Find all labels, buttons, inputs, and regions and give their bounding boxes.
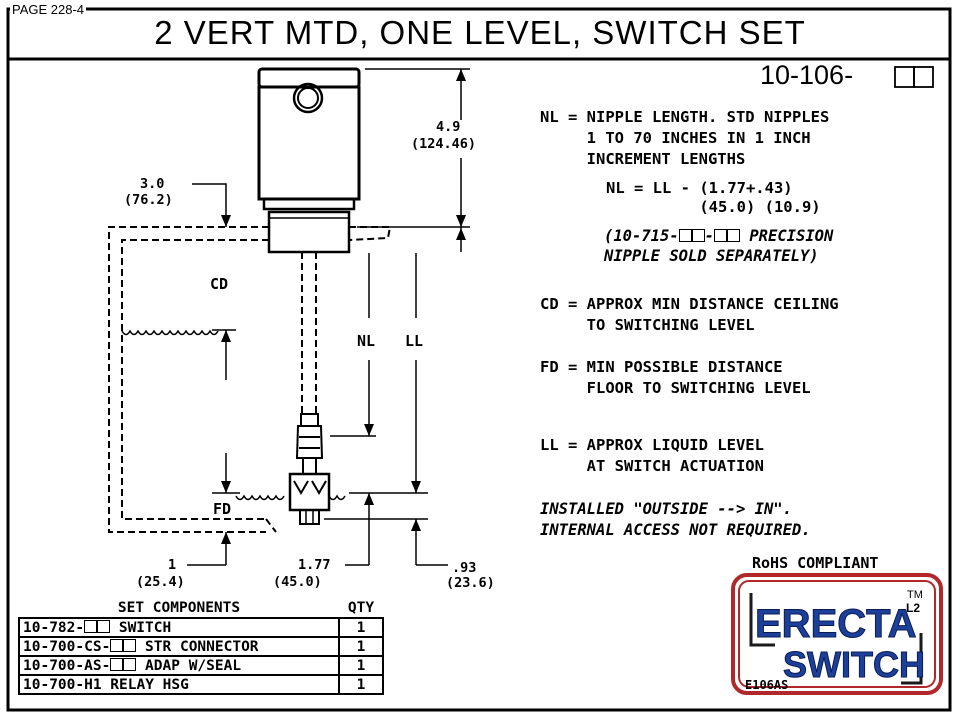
relay-housing — [257, 67, 361, 254]
rohs-label: RoHS COMPLIANT — [752, 554, 879, 572]
liquid-surface-upper — [121, 329, 219, 336]
nipple-note-line2: NIPPLE SOLD SEPARATELY) — [604, 247, 819, 265]
def-cd-line1: CD = APPROX MIN DISTANCE CEILING — [540, 295, 839, 313]
component-desc: 10-782- SWITCH — [18, 617, 340, 638]
code-box — [110, 657, 124, 671]
dimension-lines — [187, 68, 470, 566]
table-row: 10-700-AS- ADAP W/SEAL 1 — [18, 655, 384, 676]
code-box — [97, 619, 111, 633]
nl-formula-line1: NL = LL - (1.77+.43) — [606, 179, 793, 197]
label-cd: CD — [210, 275, 229, 293]
header-qty: QTY — [347, 599, 375, 616]
def-nl-line2: 1 TO 70 INCHES IN 1 INCH — [540, 129, 811, 147]
logo-erecta-text: ERECTA — [755, 602, 916, 646]
logo-bracket-right — [901, 633, 923, 685]
code-box — [84, 619, 98, 633]
switch-body — [288, 472, 331, 525]
dim-ceiling-in: 3.0 — [140, 176, 165, 192]
nipple-note-suffix: PRECISION — [740, 227, 834, 245]
nipple-note-prefix: (10-715- — [604, 227, 679, 245]
def-ll-line1: LL = APPROX LIQUID LEVEL — [540, 436, 764, 454]
liquid-surface-lower — [235, 494, 346, 501]
component-code: 10-700-CS- — [23, 638, 111, 655]
code-box — [110, 638, 124, 652]
nipple-note-line1: (10-715- - PRECISION — [604, 227, 834, 245]
component-desc: 10-700-CS- STR CONNECTOR — [18, 636, 340, 657]
logo-switch-text: SWITCH — [783, 644, 925, 685]
dim-floor-mm: (25.4) — [136, 574, 185, 590]
nipple-stem — [301, 252, 317, 414]
drawing-title: 2 VERT MTD, ONE LEVEL, SWITCH SET — [154, 14, 806, 51]
dim-tip-mm: (23.6) — [446, 575, 495, 591]
component-desc: 10-700-AS- ADAP W/SEAL — [18, 655, 340, 676]
part-number-box-1 — [894, 66, 915, 88]
code-box — [678, 229, 692, 242]
dim-tip-in: .93 — [452, 560, 477, 576]
component-desc: 10-700-H1 RELAY HSG — [18, 674, 340, 695]
def-fd-line2: FLOOR TO SWITCHING LEVEL — [540, 379, 811, 397]
install-note-line2: INTERNAL ACCESS NOT REQUIRED. — [540, 521, 811, 539]
code-box — [123, 638, 137, 652]
logo-inner-frame — [738, 580, 936, 688]
table-row: 10-700-CS- STR CONNECTOR 1 — [18, 636, 384, 657]
logo-l2: L2 — [906, 601, 920, 615]
set-components-table: SET COMPONENTS QTY 10-782- SWITCH 1 10-7… — [18, 598, 384, 695]
str-connector — [295, 413, 324, 475]
dim-height-mm: (124.46) — [411, 136, 477, 152]
dim-floor-in: 1 — [168, 557, 177, 573]
label-fd: FD — [213, 500, 232, 518]
header-set-components: SET COMPONENTS — [117, 599, 241, 616]
dim-height-in: 4.9 — [436, 119, 461, 135]
code-box — [691, 229, 705, 242]
component-qty: 1 — [338, 674, 384, 695]
part-number: 10-106- — [760, 60, 854, 90]
part-number-box-2 — [913, 66, 934, 88]
def-fd-line1: FD = MIN POSSIBLE DISTANCE — [540, 358, 783, 376]
tank-wall — [108, 226, 392, 533]
label-nl: NL — [357, 332, 376, 350]
code-box — [123, 657, 137, 671]
def-cd-line2: TO SWITCHING LEVEL — [540, 316, 755, 334]
component-code: 10-700-AS- — [23, 657, 111, 674]
table-header: SET COMPONENTS QTY — [19, 598, 383, 618]
table-row: 10-700-H1 RELAY HSG 1 — [18, 674, 384, 695]
page-label: PAGE 228-4 — [10, 2, 87, 17]
def-nl-line1: NL = NIPPLE LENGTH. STD NIPPLES — [540, 108, 830, 126]
component-name: SWITCH — [110, 619, 172, 636]
dim-switch-in: 1.77 — [298, 557, 331, 573]
install-note-line1: INSTALLED "OUTSIDE --> IN". — [540, 500, 792, 518]
component-name: STR CONNECTOR — [136, 638, 259, 655]
code-box — [727, 229, 740, 242]
component-code: 10-782- — [23, 619, 85, 636]
logo-tm: TM — [907, 589, 923, 601]
def-nl-line3: INCREMENT LENGTHS — [540, 150, 746, 168]
component-code: 10-700-H1 RELAY HSG — [23, 676, 189, 693]
erecta-switch-logo: ERECTA SWITCH TM L2 E106AS — [731, 573, 943, 695]
dim-ceiling-mm: (76.2) — [124, 192, 173, 208]
component-name: ADAP W/SEAL — [136, 657, 242, 674]
component-qty: 1 — [338, 636, 384, 657]
component-qty: 1 — [338, 655, 384, 676]
outer-frame — [6, 7, 952, 712]
table-row: 10-782- SWITCH 1 — [18, 617, 384, 638]
logo-bracket-left — [749, 593, 775, 647]
nipple-note-dash: - — [704, 227, 714, 245]
code-box — [714, 229, 727, 242]
logo-code: E106AS — [745, 678, 788, 692]
nl-formula-line2: (45.0) (10.9) — [606, 198, 821, 216]
component-qty: 1 — [338, 617, 384, 638]
dim-switch-mm: (45.0) — [273, 574, 322, 590]
label-ll: LL — [405, 332, 424, 350]
def-ll-line2: AT SWITCH ACTUATION — [540, 457, 764, 475]
